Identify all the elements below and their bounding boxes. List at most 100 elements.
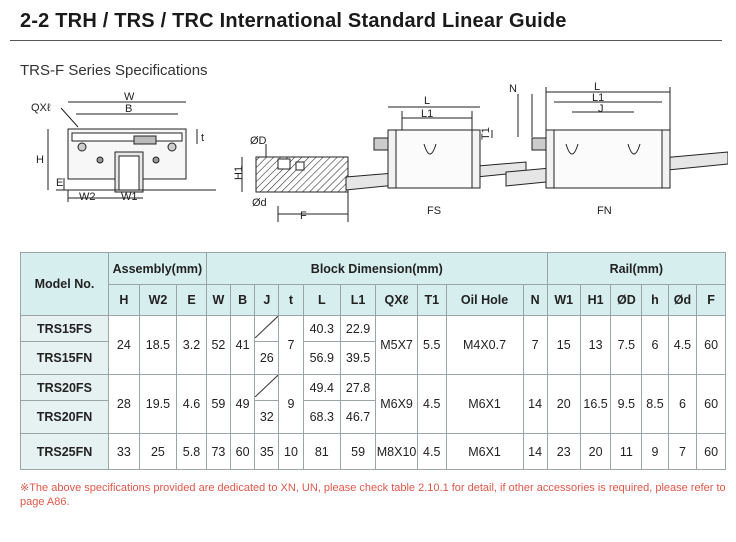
label-t: t (201, 132, 204, 144)
table-cell: 19.5 (138, 374, 178, 434)
table-cell: M6X1 (445, 433, 524, 470)
table-cell: 52 (205, 315, 232, 375)
front-view (47, 101, 216, 202)
table-cell: 6 (667, 374, 698, 434)
col-header: W2 (138, 284, 178, 316)
table-row: TRS15FS 24 18.5 3.2 52 41 7 40.3 22.9 M5… (20, 315, 726, 375)
table-cell: M4X0.7 (445, 315, 524, 375)
col-header: B (230, 284, 256, 316)
table-cell: 73 (205, 433, 232, 470)
label-fn-l1: L1 (592, 92, 604, 104)
table-cell: 20 (579, 433, 612, 470)
col-header: J (254, 284, 280, 316)
table-cell: 27.8 (339, 374, 377, 401)
page-title: 2-2 TRH / TRS / TRC International Standa… (20, 10, 567, 32)
col-header: Oil Hole (445, 284, 524, 316)
col-header: E (176, 284, 207, 316)
table-cell: 35 (254, 433, 280, 470)
table-cell: 11 (610, 433, 643, 470)
table-cell: M6X9 (375, 374, 418, 434)
table-cell: 20 (546, 374, 581, 434)
label-w2: W2 (79, 191, 96, 203)
table-cell: 68.3 (302, 400, 341, 434)
table-cell: M5X7 (375, 315, 418, 375)
col-header: W (205, 284, 232, 316)
table-cell: 4.5 (416, 433, 447, 470)
table-cell: 4.6 (176, 374, 207, 434)
col-header: L1 (339, 284, 377, 316)
table-cell: 49.4 (302, 374, 341, 401)
label-fs-l1: L1 (421, 108, 433, 120)
table-cell: 25 (138, 433, 178, 470)
table-cell: 7 (522, 315, 548, 375)
col-header: T1 (416, 284, 447, 316)
table-cell: 39.5 (339, 341, 377, 375)
col-header: H (107, 284, 140, 316)
table-cell: 13 (579, 315, 612, 375)
table-cell: 81 (302, 433, 341, 470)
table-row: TRS20FS 28 19.5 4.6 59 49 9 49.4 27.8 M6… (20, 374, 726, 434)
table-cell: 7 (667, 433, 698, 470)
table-cell: 60 (696, 315, 726, 375)
table-cell: 6 (641, 315, 669, 375)
table-cell: 7 (278, 315, 304, 375)
label-fs-l: L (424, 95, 430, 107)
header-block: Block Dimension(mm) (205, 252, 548, 285)
table-cell: 8.5 (641, 374, 669, 434)
table-cell: M8X10 (375, 433, 418, 470)
table-cell: 60 (230, 433, 256, 470)
fs-side-view (345, 106, 527, 191)
col-header: F (696, 284, 726, 316)
table-cell: 60 (696, 433, 726, 470)
label-qxl: QXℓ (31, 102, 51, 114)
label-n: N (509, 83, 517, 95)
table-cell: 3.2 (176, 315, 207, 375)
table-cell: 26 (254, 341, 280, 375)
table-cell: M6X1 (445, 374, 524, 434)
label-j: J (598, 103, 604, 115)
col-header: Ød (667, 284, 698, 316)
label-f: F (300, 210, 307, 222)
table-cell: 40.3 (302, 315, 341, 342)
label-w: W (124, 91, 135, 103)
col-header: W1 (546, 284, 581, 316)
label-od-small: Ød (252, 197, 267, 209)
col-header: N (522, 284, 548, 316)
col-header: H1 (579, 284, 612, 316)
na-diagonal-cell (254, 374, 280, 401)
table-cell: 7.5 (610, 315, 643, 375)
label-fn: FN (597, 205, 612, 217)
table-cell: 10 (278, 433, 304, 470)
table-cell: 5.5 (416, 315, 447, 375)
table-cell: 23 (546, 433, 581, 470)
table-cell: 14 (522, 433, 548, 470)
table-cell: 41 (230, 315, 256, 375)
table-cell: TRS20FS (20, 374, 109, 401)
table-cell: 56.9 (302, 341, 341, 375)
label-w1: W1 (121, 191, 138, 203)
rail-section-view (241, 144, 349, 222)
table-cell: 28 (107, 374, 140, 434)
col-header: h (641, 284, 669, 316)
na-diagonal-cell (254, 315, 280, 342)
table-cell: TRS25FN (20, 433, 109, 470)
label-b: B (125, 103, 132, 115)
table-row: TRS15FN 26 56.9 39.5 (20, 341, 726, 375)
col-header: QXℓ (375, 284, 418, 316)
table-cell: 4.5 (667, 315, 698, 375)
col-header: L (302, 284, 341, 316)
table-cell: 22.9 (339, 315, 377, 342)
table-cell: 4.5 (416, 374, 447, 434)
table-cell: 46.7 (339, 400, 377, 434)
header-assembly: Assembly(mm) (107, 252, 207, 285)
table-cell: 33 (107, 433, 140, 470)
table-cell: 49 (230, 374, 256, 434)
table-cell: 5.8 (176, 433, 207, 470)
table-cell: 18.5 (138, 315, 178, 375)
table-cell: 59 (205, 374, 232, 434)
table-cell: 14 (522, 374, 548, 434)
table-cell: 60 (696, 374, 726, 434)
table-cell: TRS20FN (20, 400, 109, 434)
label-fn-l: L (594, 82, 600, 93)
table-cell: 9 (641, 433, 669, 470)
